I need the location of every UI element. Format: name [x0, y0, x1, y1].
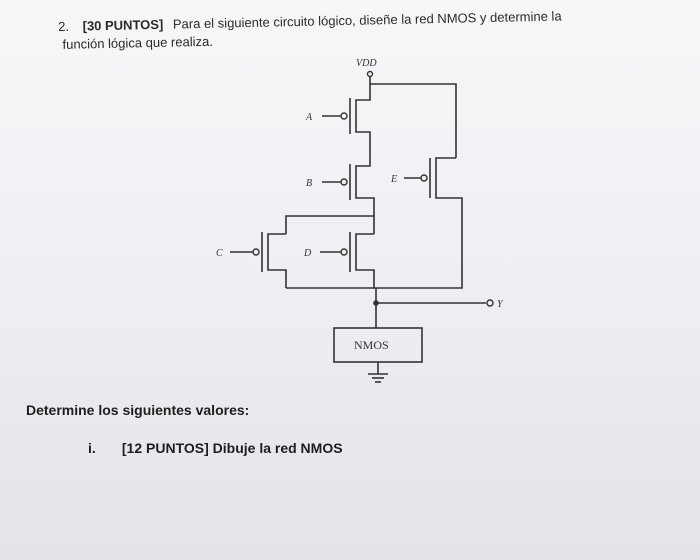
pmos-transistor-e: E — [390, 157, 463, 286]
section-title: Determine los siguientes valores: — [26, 402, 250, 418]
pmos-e-bubble — [420, 174, 428, 182]
pmos-transistor-d: D — [303, 232, 375, 288]
input-d-label: D — [303, 248, 312, 259]
pmos-e-channel — [435, 157, 463, 286]
pmos-a-bubble — [340, 112, 348, 120]
list-item: i. [12 PUNTOS] Dibuje la red NMOS — [88, 440, 343, 456]
pmos-a-channel — [355, 84, 371, 160]
output-node-wire — [286, 286, 463, 289]
pmos-c-bubble — [252, 248, 260, 256]
item-text: [12 PUNTOS] Dibuje la red NMOS — [121, 440, 343, 456]
pmos-transistor-b: B — [306, 160, 375, 216]
input-a-label: A — [305, 112, 313, 123]
input-c-label: C — [216, 248, 223, 259]
pmos-b-bubble — [340, 178, 348, 186]
vdd-terminal — [366, 70, 374, 78]
pmos-transistor-c: C — [216, 232, 287, 288]
nmos-box-label: NMOS — [354, 338, 389, 352]
item-roman-numeral: i. — [88, 440, 96, 456]
pmos-d-bubble — [340, 248, 348, 256]
pmos-transistor-a: A — [305, 84, 371, 160]
output-label: Y — [497, 299, 504, 310]
input-e-label: E — [390, 174, 397, 185]
vdd-label: VDD — [356, 58, 377, 69]
output-terminal — [486, 299, 494, 307]
pmos-c-channel — [267, 233, 287, 288]
parallel-top-node — [285, 215, 375, 234]
input-b-label: B — [306, 178, 312, 189]
pmos-d-channel — [355, 233, 375, 288]
vdd-rail-to-e — [370, 83, 457, 158]
pmos-b-channel — [355, 160, 375, 216]
ground-icon — [368, 362, 388, 383]
